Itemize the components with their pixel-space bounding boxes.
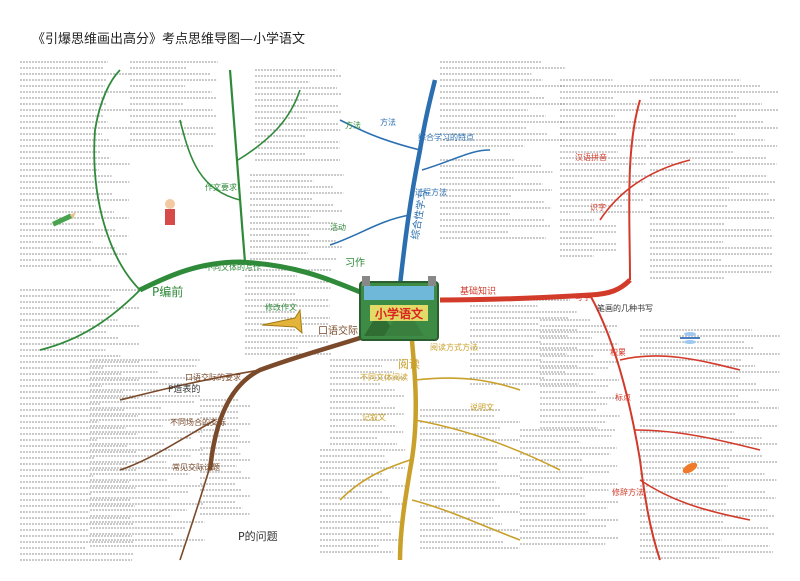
branch-jichu-down3 (634, 429, 761, 451)
sub-label-yuedu_sub-0: 阅读方式方法 (430, 342, 478, 352)
sub-label-yuedu_sub-2: 记叙文 (362, 412, 386, 422)
branch-jichu-label: 基础知识 (460, 285, 496, 297)
branch-xizuo-line (138, 259, 381, 303)
sub-label-zonghe_sub-2: 方法 (380, 117, 396, 127)
branch-yuedu-c (339, 459, 411, 501)
branch-yuedu-b (414, 419, 561, 471)
page-title: 《引爆思维画出高分》考点思维导图—小学语文 (32, 32, 306, 47)
sub-label-yuedu_sub-1: 不同文体阅读 (360, 372, 408, 382)
branch-jichu-line (439, 278, 632, 303)
sub-label-zonghe_sub-0: 综合学习的特点 (418, 132, 474, 142)
branch-jichu-down (589, 294, 661, 561)
branch-kouyu-b (119, 419, 216, 471)
branch-yuedu-line (397, 319, 418, 561)
branch-jichu-down4 (639, 479, 751, 521)
sub-label-jichu_sub-0: 汉语拼音 (575, 152, 607, 162)
branch-xizuo-left2 (39, 289, 141, 351)
sub-label-jichu_sub-2: 写字 (575, 292, 591, 302)
sub-label-zonghe_sub-1: 过程方法 (415, 187, 447, 197)
branch-yuedu-a (414, 377, 521, 391)
person-icon (165, 199, 175, 225)
sub-label-xizuo_sub-0: 作文要求 (205, 182, 237, 192)
center-node: 小学语文 (359, 276, 439, 341)
overlay-right-tag: 笔画的几种书写 (597, 303, 653, 313)
leaf-icon (682, 462, 698, 474)
sub-label-xizuo_sub-4: 活动 (330, 222, 346, 232)
branch-yuedu-d (411, 499, 521, 541)
branch-yuedu-label: 阅读 (398, 357, 420, 371)
sub-label-xizuo_sub-2: 修改作文 (265, 302, 297, 312)
branch-xizuo-label: 习作 (345, 257, 365, 269)
sub-label-jichu_sub-4: 标点 (615, 392, 631, 402)
branch-jichu-up2 (599, 159, 691, 221)
sub-label-kouyu_sub-0: 口语交际的要求 (185, 372, 241, 382)
branch-xizuo-sub1 (179, 119, 241, 201)
branch-kouyu-c (179, 459, 213, 561)
branch-zonghe-line (397, 79, 438, 286)
sub-label-kouyu_sub-2: 常见交际话题 (172, 462, 220, 472)
sub-label-yuedu_sub-3: 说明文 (470, 402, 494, 412)
branch-zonghe-c (329, 214, 411, 246)
branch-kouyu-a (119, 369, 261, 401)
branch-zonghe-b (421, 149, 491, 171)
dragonfly-icon (680, 332, 700, 344)
sub-label-jichu_sub-1: 识字 (590, 202, 606, 212)
branch-jichu-up (628, 99, 641, 281)
sub-label-jichu_sub-3: 积累 (610, 347, 626, 357)
branch-xizuo-left (93, 69, 141, 291)
branch-xizuo-up (228, 69, 247, 263)
sub-label-xizuo_sub-1: 不同文体的写作 (205, 262, 261, 272)
branch-zonghe-a (339, 119, 421, 151)
overlay-left-big: P编前 (152, 284, 183, 299)
center-label: 小学语文 (375, 306, 424, 321)
branch-xizuo-sub2 (237, 89, 301, 161)
overlay-left-bottom: P的问题 (238, 529, 278, 543)
sub-label-jichu_sub-5: 修辞方法 (612, 487, 644, 497)
pencil-icon (52, 212, 76, 227)
sub-label-xizuo_sub-3: 方法 (345, 120, 361, 130)
branch-jichu-down2 (619, 355, 741, 371)
overlay-center-left: P造表的 (168, 383, 200, 395)
branch-kouyu-label: 口语交际 (318, 324, 358, 337)
sub-label-kouyu_sub-1: 不同场合的交际 (170, 417, 226, 427)
trumpet-icon (261, 308, 303, 335)
